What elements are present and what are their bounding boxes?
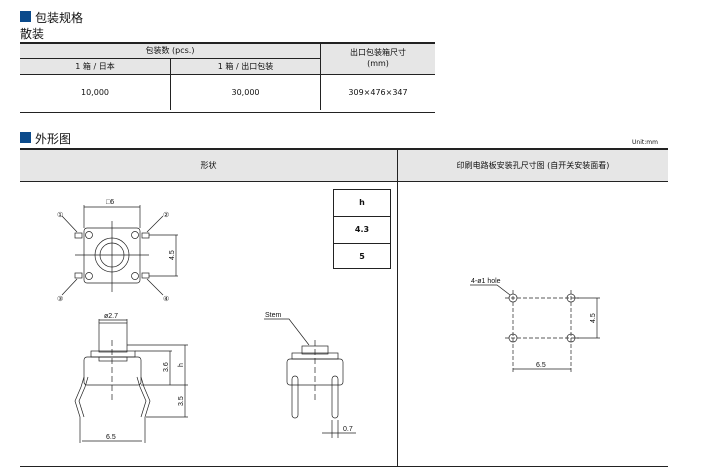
pin-3: ③ [57, 295, 63, 303]
header-box-label: 出口包装箱尺寸 [350, 48, 406, 57]
outline-title: 外形图 [35, 132, 72, 146]
dim-width: 6.5 [106, 434, 116, 441]
header-shape: 形状 [20, 150, 398, 182]
pcb-pitch-v: 4.5 [590, 313, 597, 323]
h-table-value: 4.3 [334, 217, 390, 244]
pin-4: ④ [163, 295, 169, 303]
h-table: h 4.3 5 [333, 189, 391, 269]
stem-view [264, 318, 356, 438]
outline-table: 形状 印刷电路板安装孔尺寸图 (自开关安装面看) [20, 148, 668, 467]
header-qty: 包装数 (pcs.) [20, 44, 320, 59]
dim-stem-dia: ø2.7 [104, 313, 118, 320]
cell-export: 30,000 [171, 75, 321, 110]
hole-label: 4-ø1 hole [471, 278, 501, 285]
stem-label: Stem [265, 312, 282, 319]
header-pcb: 印刷电路板安装孔尺寸图 (自开关安装面看) [398, 150, 668, 182]
dim-07: 0.7 [343, 426, 353, 433]
dim-pitch: 4.5 [169, 250, 176, 260]
h-table-value: 5 [359, 252, 365, 261]
section-marker-icon [20, 132, 31, 143]
unit-label: Unit:mm [632, 139, 658, 146]
pin-2: ② [163, 211, 169, 219]
packaging-title: 包装规格 [35, 11, 84, 25]
dim-35: 3.5 [178, 396, 185, 406]
pcb-hole-drawing [470, 284, 600, 372]
h-table-header: h [334, 190, 390, 217]
header-box: 出口包装箱尺寸 (mm) [320, 44, 435, 74]
packaging-table: 包装数 (pcs.) 1 箱 / 日本 1 箱 / 出口包装 出口包装箱尺寸 (m… [20, 42, 435, 113]
pin-1: ① [57, 211, 63, 219]
header-box-unit: (mm) [367, 59, 389, 68]
side-view [74, 319, 188, 443]
packaging-subtitle: 散装 [20, 27, 45, 41]
header-col1: 1 箱 / 日本 [20, 59, 171, 74]
section-marker-icon [20, 11, 31, 22]
cell-box-size: 309×476×347 [348, 88, 408, 97]
dim-h: h [178, 363, 185, 367]
pcb-pitch-h: 6.5 [536, 362, 546, 369]
header-col2: 1 箱 / 出口包装 [171, 59, 320, 74]
dim-square: □6 [106, 199, 114, 206]
top-view [61, 205, 178, 296]
dim-36: 3.6 [163, 362, 170, 372]
cell-japan: 10,000 [20, 75, 171, 110]
